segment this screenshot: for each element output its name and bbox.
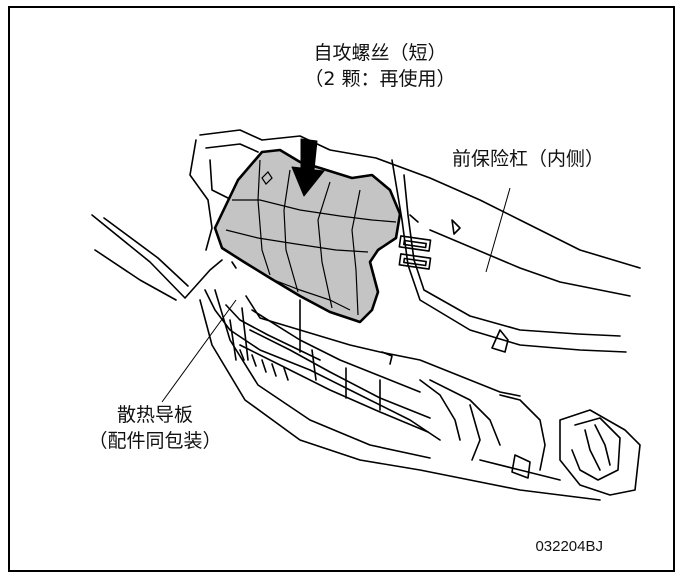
screw-label-line2: （2 颗：再使用） <box>304 68 456 90</box>
right-fog-lamp-outline <box>559 409 641 496</box>
baffle-label-line2: （配件同包装） <box>88 430 222 452</box>
bumper-left-outline <box>91 214 223 299</box>
screw-label: 自攻螺丝（短） （2 颗：再使用） <box>280 40 480 92</box>
baffle-leader-line <box>161 299 237 403</box>
grille-outline <box>204 289 441 441</box>
baffle-label-line1: 散热导板 <box>116 404 193 426</box>
bumper-label: 前保险杠（内侧） <box>452 148 605 170</box>
bumper-leader-line <box>485 187 511 273</box>
bumper-top-edge <box>199 129 641 269</box>
figure-code: 032204BJ <box>535 538 603 555</box>
screw-arrow <box>291 138 325 197</box>
screw-label-line1: 自攻螺丝（短） <box>313 42 447 64</box>
baffle-label: 散热导板 （配件同包装） <box>70 402 240 454</box>
air-baffle-part <box>213 148 402 324</box>
